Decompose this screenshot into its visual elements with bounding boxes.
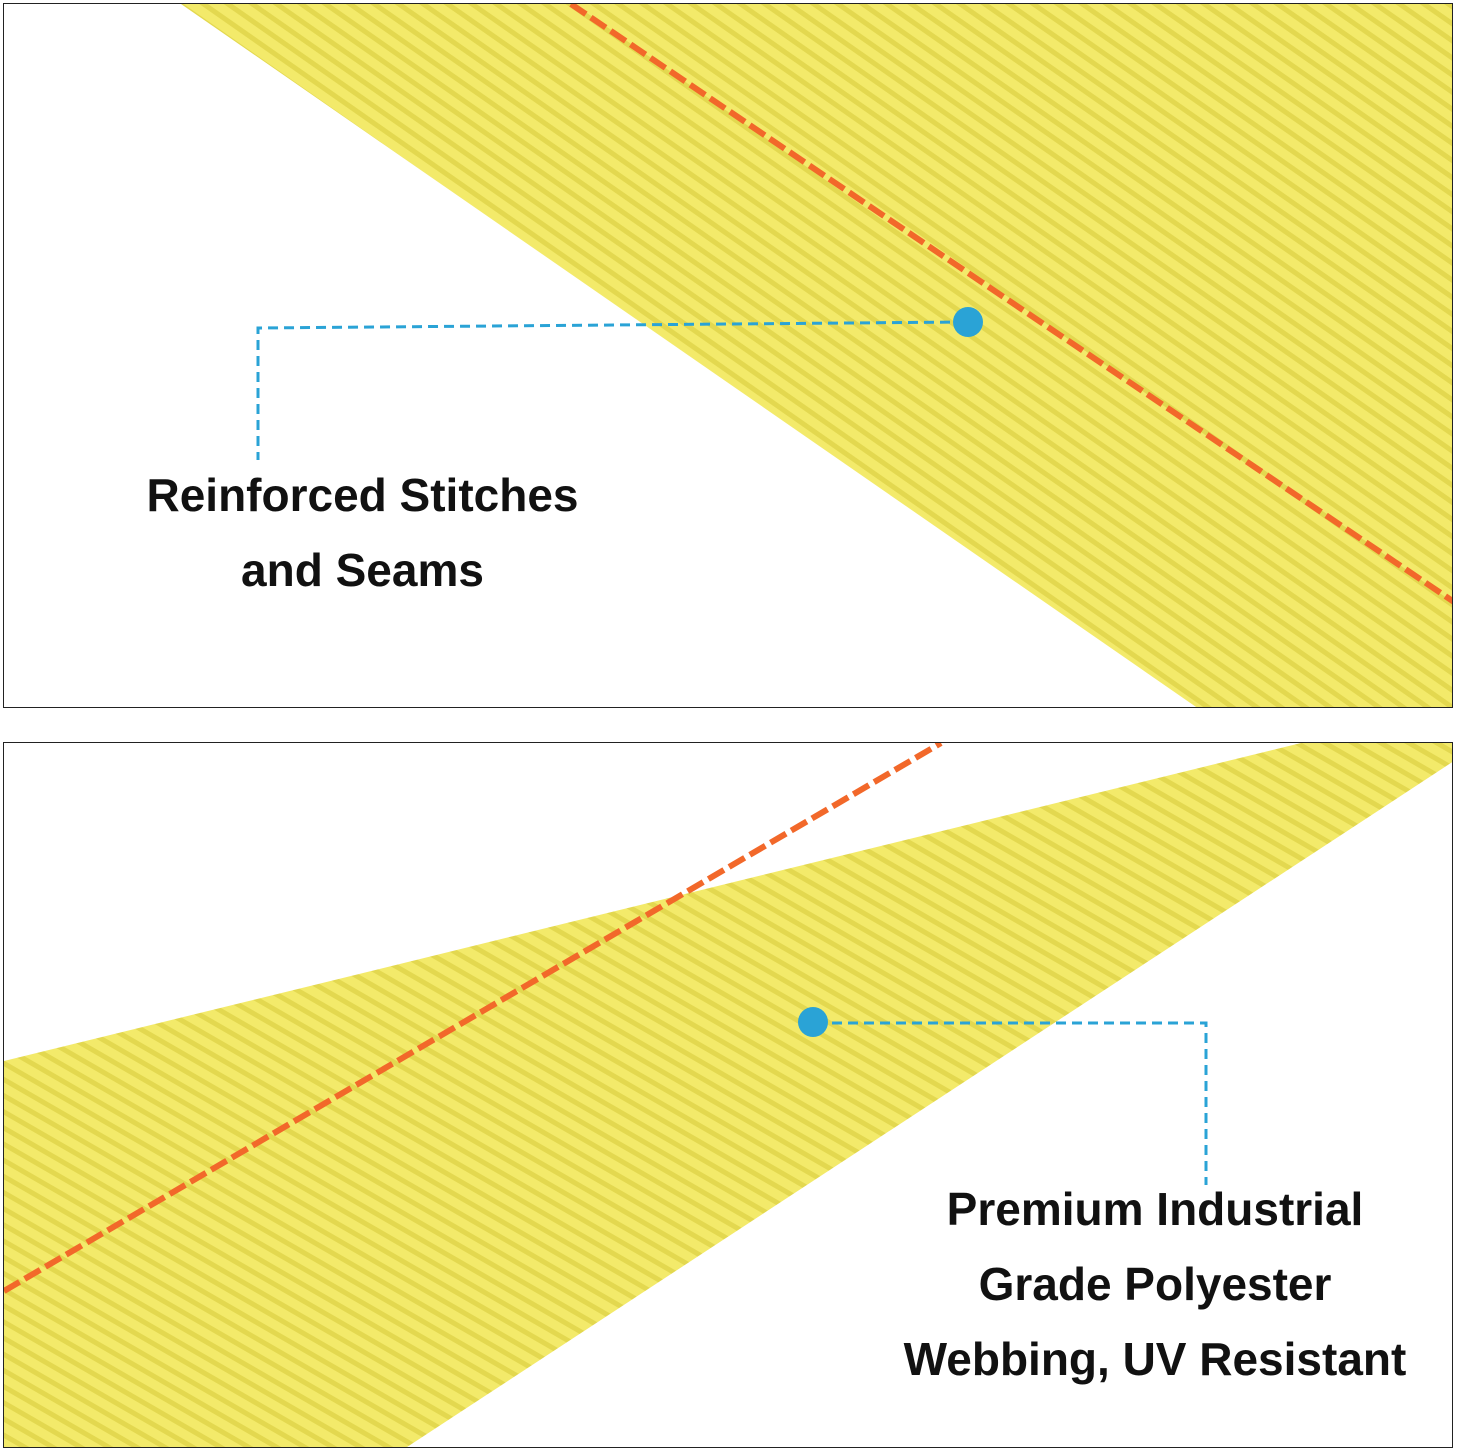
- webbing-photo-bottom: [4, 743, 1452, 1447]
- callout-line: [256, 320, 967, 460]
- label-line: and Seams: [241, 544, 484, 596]
- orange-stripe: [4, 743, 943, 1294]
- callout-dot: [953, 307, 983, 337]
- callout-line: [816, 1021, 1208, 1185]
- label-line: Reinforced Stitches: [146, 469, 579, 521]
- callout-dot: [798, 1007, 828, 1037]
- orange-stripe: [569, 4, 1452, 605]
- label-line: Grade Polyester: [978, 1258, 1332, 1310]
- stitches-closeup-panel: [3, 3, 1453, 708]
- reinforced-stitches-label: Reinforced Stitches and Seams: [100, 458, 625, 608]
- yellow-webbing-strap: [4, 743, 1452, 1447]
- polyester-closeup-panel: [3, 742, 1453, 1448]
- polyester-webbing-label: Premium Industrial Grade Polyester Webbi…: [860, 1172, 1450, 1397]
- webbing-photo-top: [181, 4, 1452, 707]
- label-line: Webbing, UV Resistant: [903, 1333, 1407, 1385]
- yellow-webbing-strap: [181, 4, 1452, 707]
- label-line: Premium Industrial: [946, 1183, 1364, 1235]
